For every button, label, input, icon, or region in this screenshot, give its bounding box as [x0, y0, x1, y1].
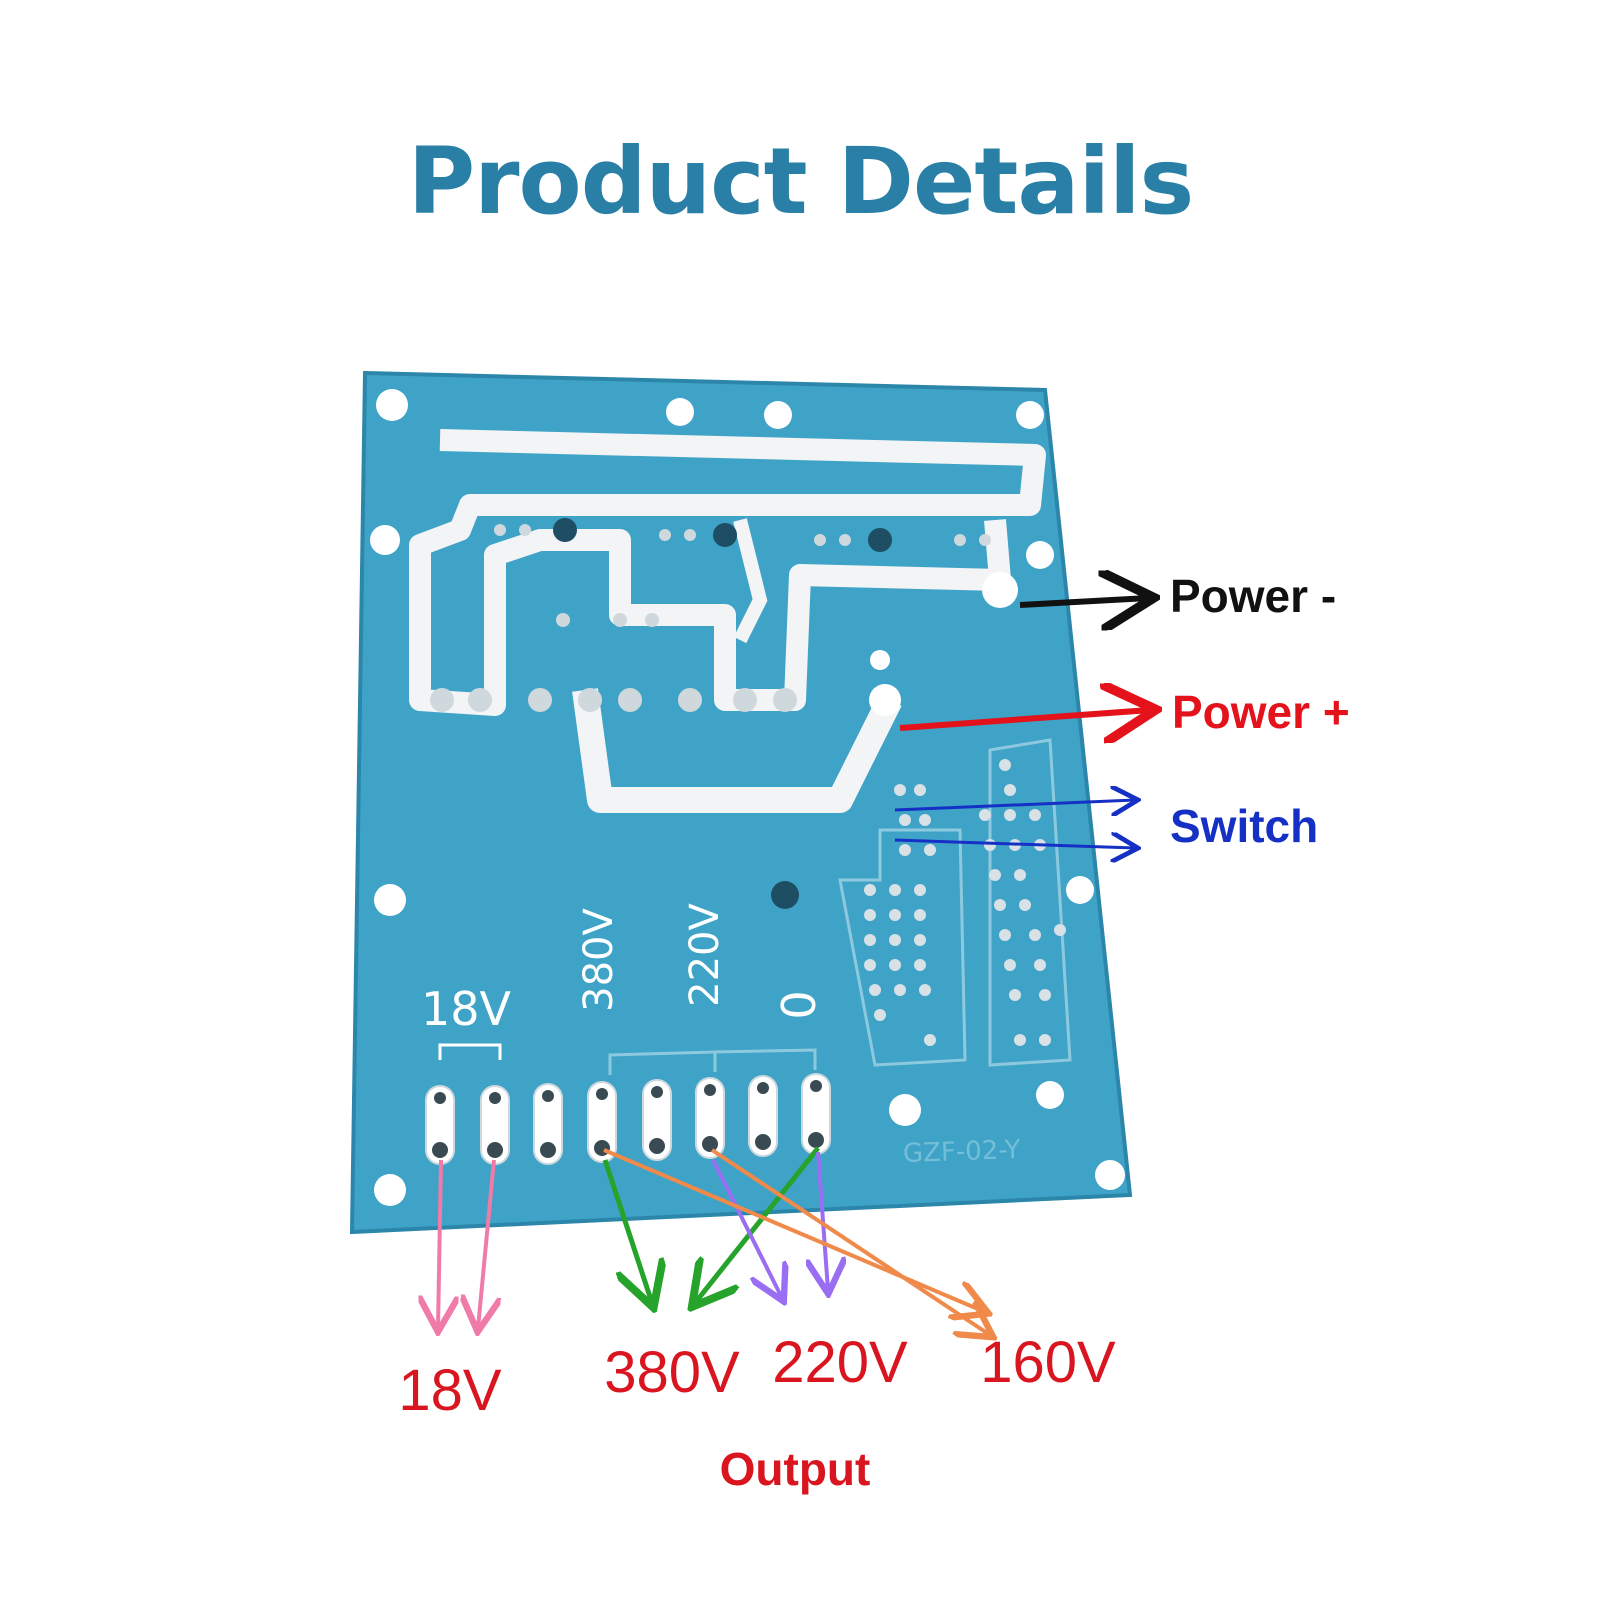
page-title: Product Details	[407, 128, 1195, 235]
output-label-380v: 380V	[604, 1340, 740, 1405]
arrow-power-minus	[1019, 598, 1148, 605]
arrow-output-160v-1	[603, 1148, 985, 1312]
arrow-output-160v-2	[710, 1148, 990, 1335]
output-caption: Output	[720, 1443, 871, 1495]
callout-power-minus: Power -	[1170, 570, 1336, 622]
terminal-label-18v: 18V	[421, 982, 512, 1036]
component-pads	[553, 518, 892, 909]
arrow-output-220v-2	[818, 1151, 828, 1290]
arrow-output-220v-1	[711, 1159, 782, 1298]
arrow-output-380v-1	[602, 1159, 652, 1303]
terminal-label-380v: 380V	[576, 908, 622, 1012]
bracket-220v-0	[713, 1048, 817, 1072]
arrow-switch-2	[894, 840, 1135, 848]
output-label-160v: 160V	[980, 1330, 1116, 1395]
solder-trace-main	[409, 429, 1046, 716]
bracket-18v	[438, 1043, 502, 1060]
ic-area	[838, 738, 1072, 1067]
terminal-lugs	[425, 1073, 831, 1165]
arrow-output-18v-2	[478, 1159, 494, 1328]
solder-dots	[430, 524, 991, 712]
pcb-board: 18V 380V 220V 0	[349, 370, 1133, 1235]
callout-switch: Switch	[1170, 800, 1318, 852]
mounting-holes	[370, 389, 1125, 1206]
arrow-output-380v-2	[695, 1146, 820, 1303]
output-label-220v: 220V	[772, 1330, 908, 1395]
output-label-18v: 18V	[398, 1358, 502, 1423]
board-model-label: GZF-02-Y	[902, 1135, 1021, 1169]
terminal-label-0: 0	[772, 990, 826, 1019]
solder-trace-mid	[733, 518, 768, 644]
callout-power-plus: Power +	[1172, 686, 1350, 738]
arrow-power-plus	[899, 710, 1150, 728]
arrow-output-18v-1	[438, 1159, 441, 1328]
arrow-switch-1	[894, 800, 1135, 810]
solder-trace-output	[572, 688, 902, 813]
terminal-label-220v: 220V	[682, 903, 728, 1007]
